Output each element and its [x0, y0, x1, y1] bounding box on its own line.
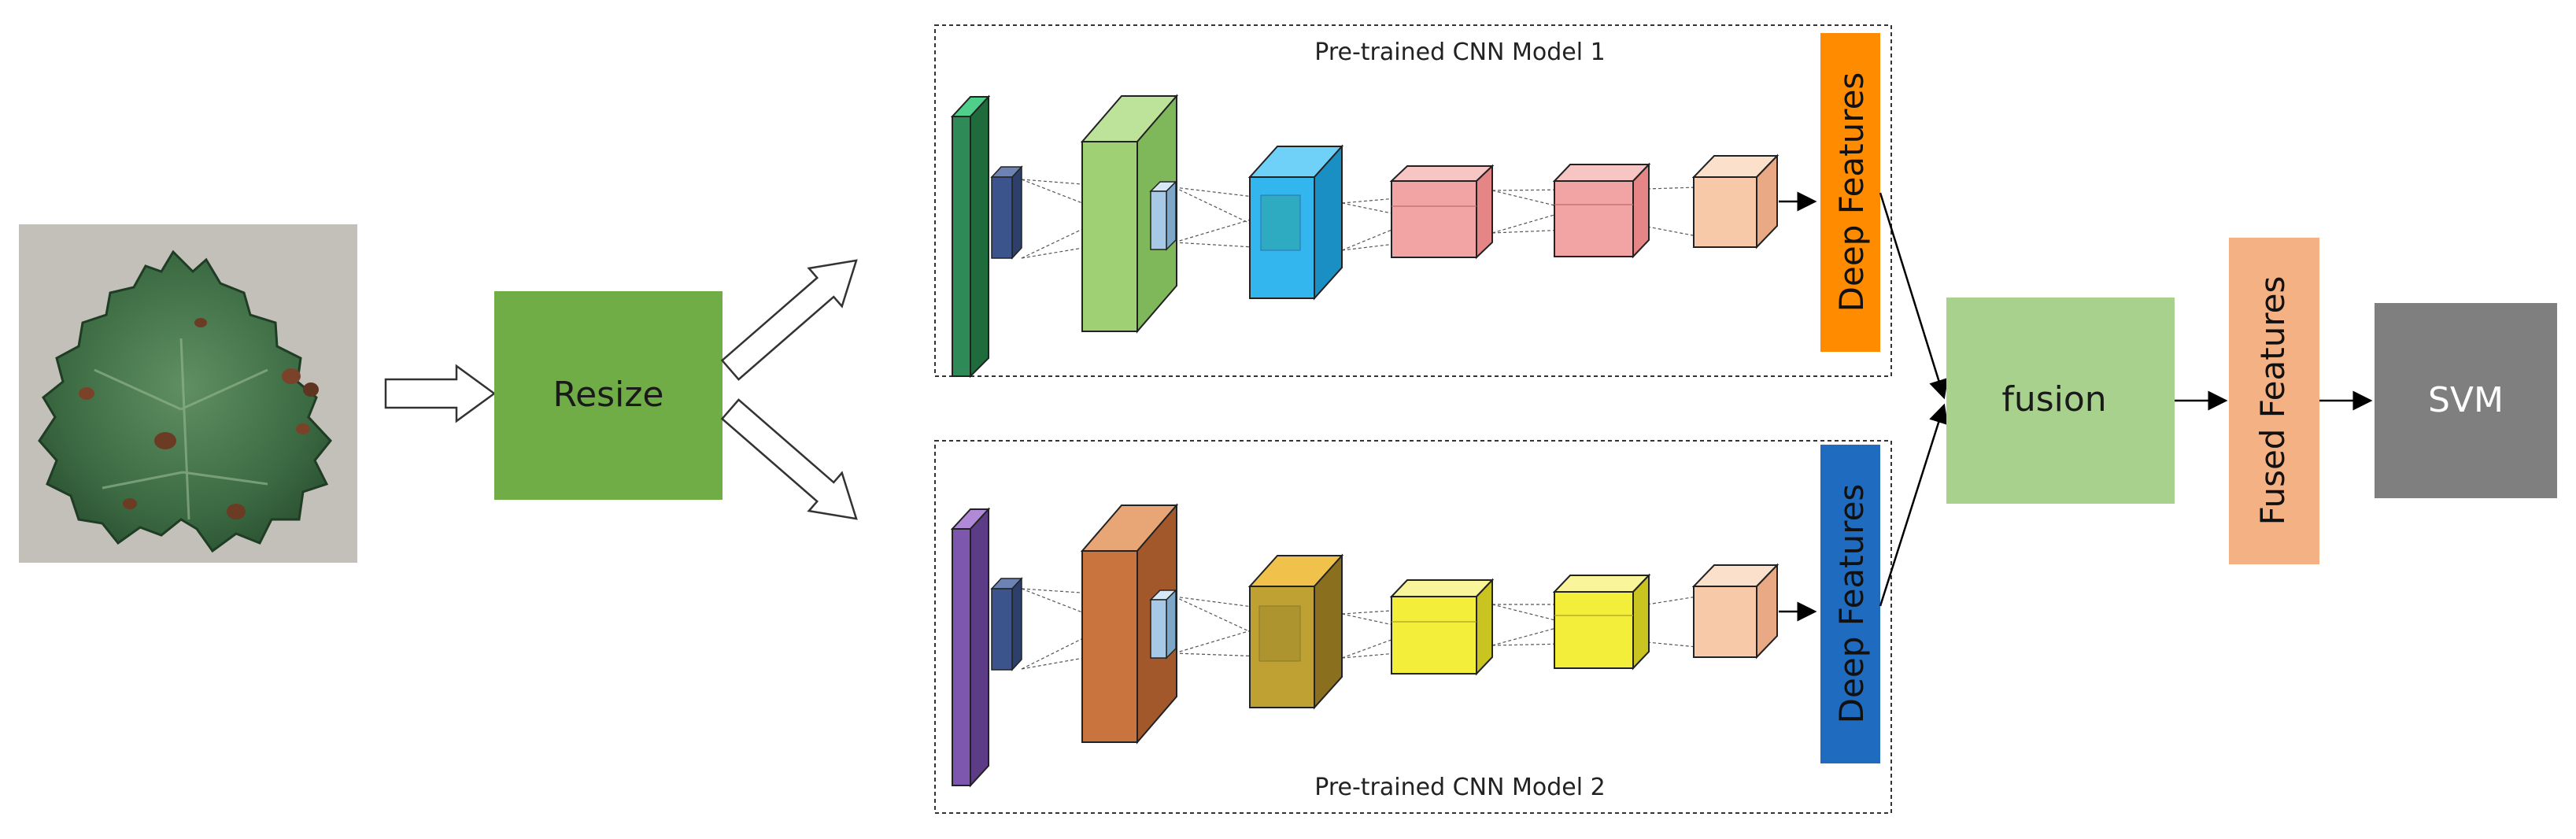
deep-features-2-label: Deep Features	[1832, 484, 1871, 724]
svm-box: SVM	[2375, 303, 2557, 498]
fused-features-label: Fused Features	[2253, 276, 2292, 526]
model-2-kernel-2	[1149, 589, 1177, 660]
model-1-layer-3	[1247, 144, 1344, 301]
branch-arrow-up	[720, 259, 858, 381]
model-2-layer-1	[950, 507, 991, 788]
resize-box: Resize	[494, 291, 723, 500]
cnn-model-2-panel: Pre-trained CNN Model 2	[934, 440, 1892, 814]
features-1-to-fusion-arrow	[1879, 192, 1949, 400]
model-2-title: Pre-trained CNN Model 2	[1314, 774, 1605, 801]
model-2-layer-3	[1247, 553, 1344, 710]
features-2-to-fusion-arrow	[1879, 403, 1949, 607]
model-2-layer-6	[1691, 563, 1780, 660]
model-1-kernel-2	[1149, 180, 1177, 251]
fusion-box: fusion	[1946, 298, 2175, 504]
model-2-layer-5	[1552, 573, 1651, 671]
fused-features-box: Fused Features	[2229, 238, 2319, 564]
model-2-layer-4	[1389, 578, 1495, 676]
cnn-model-1-panel: Pre-trained CNN Model 1	[934, 24, 1892, 379]
model-2-kernel-1	[990, 577, 1023, 671]
branch-arrow-down	[720, 398, 858, 520]
fusion-label: fusion	[2001, 379, 2106, 420]
leaf-shape	[38, 249, 332, 553]
input-arrow	[384, 364, 497, 423]
deep-features-1-label: Deep Features	[1832, 72, 1871, 312]
svm-label: SVM	[2428, 380, 2504, 420]
model-1-layer-4	[1389, 164, 1495, 260]
input-leaf-image	[19, 224, 357, 563]
resize-label: Resize	[553, 375, 664, 415]
model-1-kernel-1	[990, 165, 1023, 260]
model-1-layer-5	[1552, 162, 1651, 259]
model-1-layer-6	[1691, 153, 1780, 249]
model-1-layer-1	[950, 94, 991, 379]
model-1-title: Pre-trained CNN Model 1	[1314, 39, 1605, 66]
deep-features-2: Deep Features	[1820, 445, 1880, 763]
deep-features-1: Deep Features	[1820, 33, 1880, 352]
